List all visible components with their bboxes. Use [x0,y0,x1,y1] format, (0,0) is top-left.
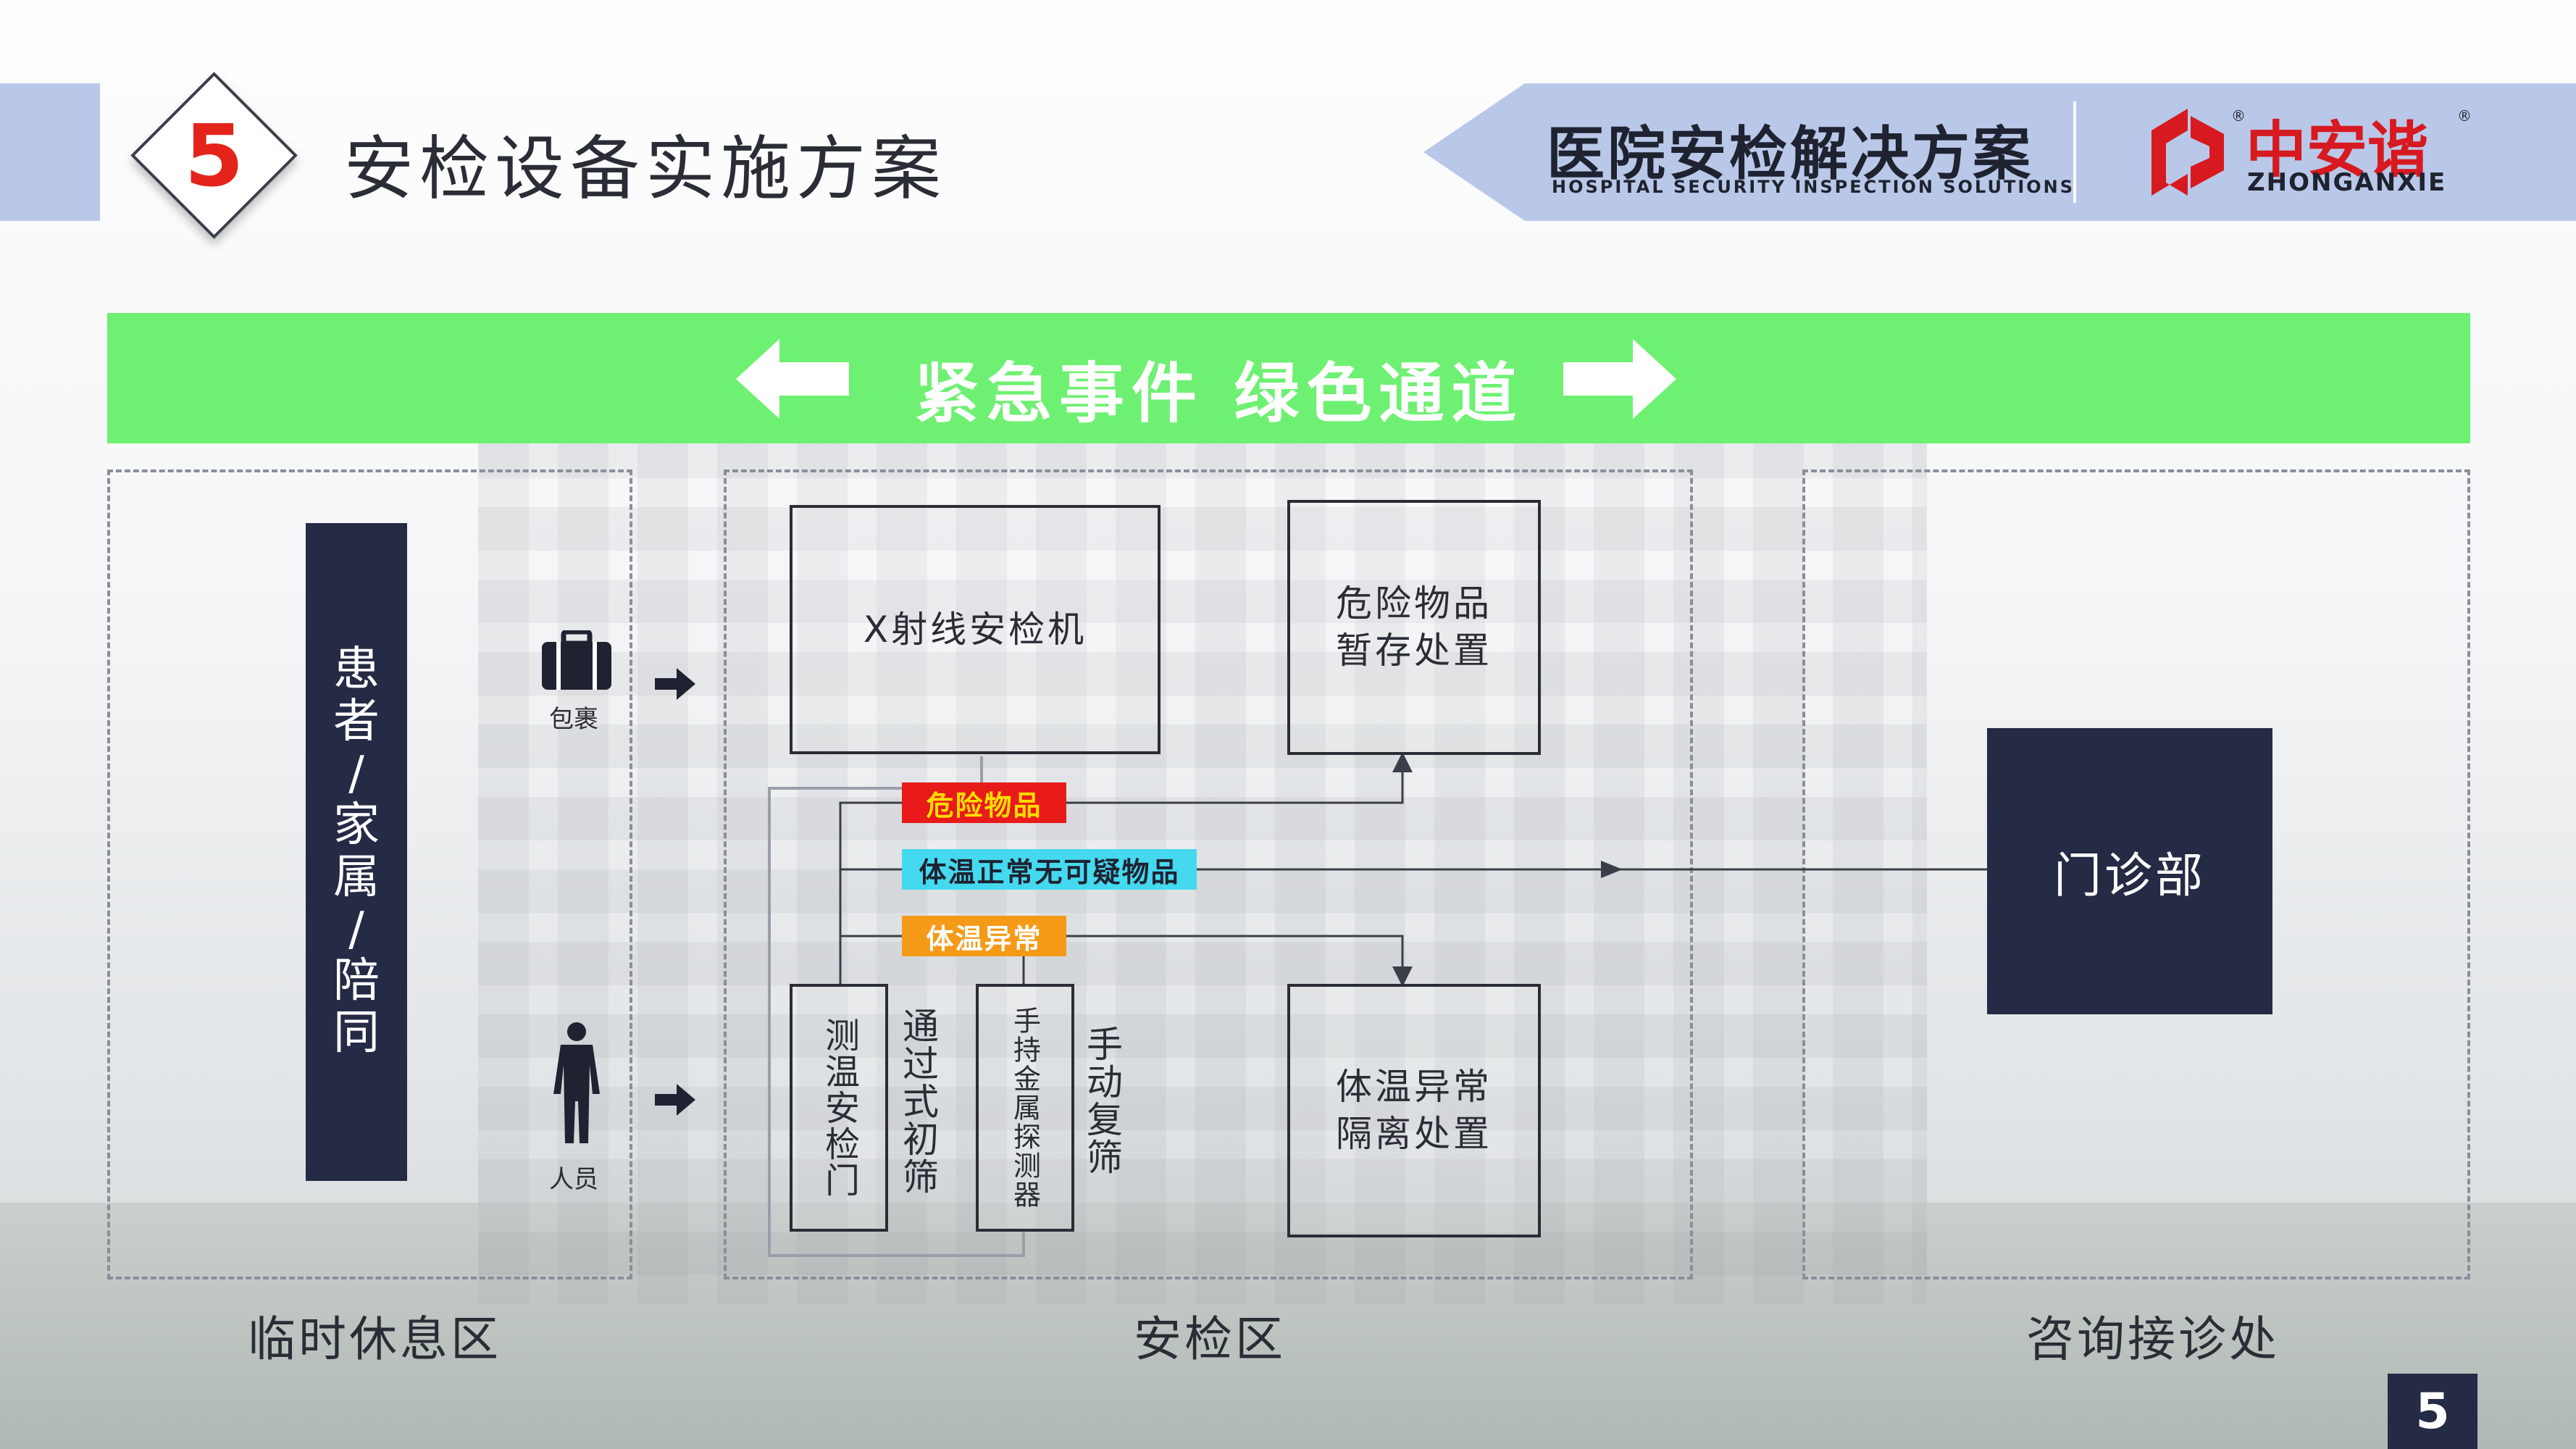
group-char: 属 [333,851,380,904]
background-trees [0,1203,2576,1449]
walkthrough-label: 通过式初筛 [897,1007,939,1195]
group-char: 家 [333,798,380,853]
outpatient-box: 门诊部 [1987,728,2272,1014]
patient-group-bar: 患 者 / 家 属 / 陪 同 [306,523,407,1181]
header-right-banner [1423,83,2576,221]
hazard-storage-line: 暂存处置 [1336,630,1492,672]
handheld-detector-box: 手持金属探测器 [976,984,1074,1232]
logo-text-cn: 中安谐 [2246,114,2429,185]
header-left-band [0,83,100,221]
group-char: 同 [333,1006,380,1061]
walkthrough-label-wrap: 通过式初筛 [892,1007,943,1224]
page-title: 安检设备实施方案 [344,128,947,209]
section-number: 5 [184,105,244,206]
page-number: 5 [2388,1374,2477,1449]
person-icon [553,1022,600,1143]
green-channel-text: 紧急事件 绿色通道 [914,356,1524,432]
temperature-gate-box: 测温安检门 [790,984,888,1232]
isolation-line: 隔离处置 [1336,1113,1492,1155]
xray-machine-box: X射线安检机 [790,505,1161,754]
temperature-gate-label: 测温安检门 [819,1017,859,1198]
banner-title-cn: 医院安检解决方案 [1547,120,2033,188]
arrow-right-icon [1563,339,1676,419]
person-label: 人员 [549,1165,598,1194]
arrow-right-icon [655,668,695,700]
outpatient-label: 门诊部 [2054,847,2206,903]
banner-title-en: HOSPITAL SECURITY INSPECTION SOLUTIONS [1552,177,2075,197]
xray-machine-label: X射线安检机 [863,608,1087,651]
logo-text-en: ZHONGANXIE [2247,168,2447,197]
banner-separator [2073,101,2076,203]
arrow-right-icon [655,1084,695,1116]
tag-normal-temperature: 体温正常无可疑物品 [902,849,1197,890]
zone-security [724,469,1693,1279]
hazard-storage-line: 危险物品 [1336,582,1492,625]
group-char: 患 [333,643,380,697]
isolation-line: 体温异常 [1336,1066,1492,1108]
zone-label-waiting: 临时休息区 [248,1311,501,1367]
group-char: / [348,746,364,801]
manual-label-wrap: 手动复筛 [1076,1025,1127,1199]
group-char: 者 [333,694,380,748]
registered-mark: ® [2231,107,2246,125]
hazard-storage-box: 危险物品 暂存处置 [1287,500,1541,755]
green-channel-bar [107,313,2470,443]
tag-abnormal-temperature: 体温异常 [902,916,1066,956]
zone-waiting [107,469,632,1279]
registered-mark: ® [2457,107,2472,125]
group-char: / [348,902,364,956]
briefcase-icon [542,630,611,690]
manual-recheck-label: 手动复筛 [1081,1025,1123,1176]
zone-consult [1802,469,2470,1279]
zone-label-consult: 咨询接诊处 [2026,1311,2280,1367]
baggage-label: 包裹 [549,705,598,734]
handheld-detector-label: 手持金属探测器 [1008,1006,1041,1209]
tag-dangerous-goods: 危险物品 [902,782,1066,823]
arrow-left-icon [736,339,849,419]
group-char: 陪 [333,954,380,1009]
isolation-box: 体温异常 隔离处置 [1287,984,1541,1237]
logo-mark-icon [2151,109,2224,196]
zone-label-security: 安检区 [1134,1311,1286,1367]
